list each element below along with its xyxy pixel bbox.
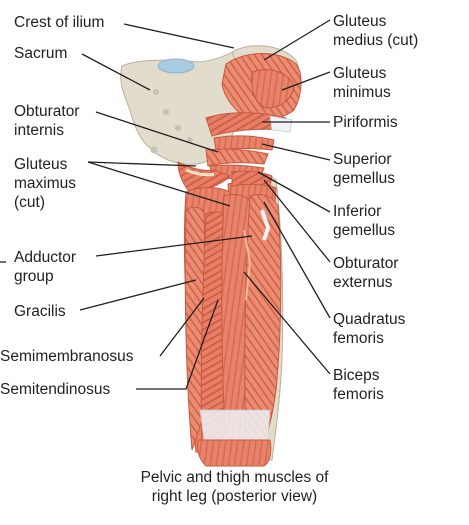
label-adductor-group: Adductor group [14,249,77,285]
leader-gracilis [79,279,197,311]
label-gluteus-medius: Gluteus medius (cut) [333,13,419,49]
label-semimembranosus: Semimembranosus [0,348,134,365]
leader-gluteus-maximus-1 [87,161,197,167]
leader-lines [0,19,331,390]
leader-obturator-internis [95,111,219,153]
biceps-femoris-muscle [244,193,282,457]
leader-inferior-gemellus [257,171,331,213]
leader-gluteus-minimus [281,71,331,91]
leader-crest-of-ilium [123,23,235,49]
leader-semimembranosus [159,297,205,357]
figure-caption: Pelvic and thigh muscles of right leg (p… [140,469,329,505]
label-gluteus-maximus: Gluteus maximus (cut) [14,156,77,211]
leader-biceps-femoris [243,271,331,375]
label-biceps-femoris: Biceps femoris [333,367,384,403]
label-quadratus-femoris: Quadratus femoris [333,311,406,347]
leader-sacrum [81,53,151,91]
label-semitendinosus: Semitendinosus [0,381,111,398]
knee-tendons [199,409,271,441]
leader-semitendinosus [136,299,219,390]
superior-gemellus-muscle [213,135,275,151]
knee-muscle-bellies [197,439,272,467]
leader-adductor-group [95,235,253,257]
label-gluteus-minimus: Gluteus minimus [333,65,391,101]
label-piriformis: Piriformis [333,114,398,131]
gluteus-minimus-muscle [251,69,295,109]
leader-quadratus-femoris [263,201,331,319]
label-crest-of-ilium: Crest of ilium [14,14,105,31]
obturator-externus-muscle [231,170,273,187]
leader-gluteus-medius [263,19,331,61]
label-obturator-internis: Obturator internis [14,103,80,139]
label-inferior-gemellus: Inferior gemellus [333,203,396,239]
label-gracilis: Gracilis [14,303,66,320]
label-superior-gemellus: Superior gemellus [333,151,396,187]
sacrum-cartilage [157,58,195,74]
label-sacrum: Sacrum [14,45,68,62]
gluteus-maximus-cut [177,161,231,191]
leader-gluteus-maximus-2 [87,161,231,207]
leader-obturator-externus [263,179,331,263]
obturator-internis-muscle [205,148,269,167]
leader-superior-gemellus [261,143,331,161]
label-obturator-externus: Obturator externus [333,255,399,291]
